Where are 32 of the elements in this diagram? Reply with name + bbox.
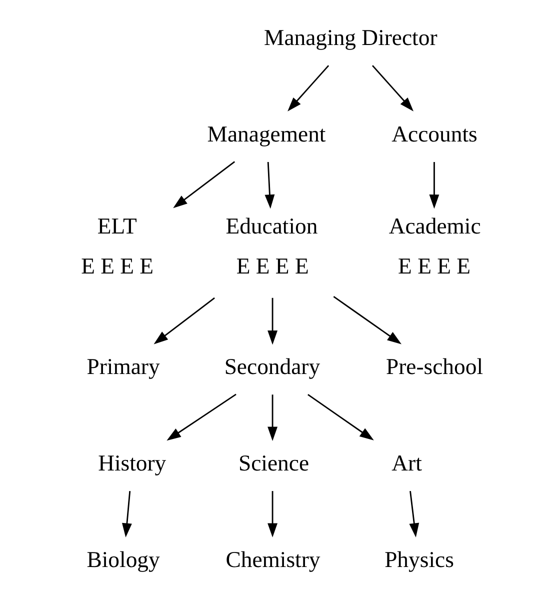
node-text: Managing Director	[264, 24, 438, 50]
node-text: Secondary	[224, 354, 320, 379]
arrow	[268, 298, 278, 345]
node-text: Accounts	[392, 121, 478, 146]
node-text: Education	[226, 214, 318, 239]
arrow	[122, 490, 132, 538]
node-text: Primary	[86, 354, 160, 379]
arrow	[173, 161, 236, 208]
node-text: Biology	[86, 546, 160, 572]
arrow	[268, 491, 278, 538]
arrow	[268, 394, 278, 441]
node-label: E E E E	[398, 253, 471, 278]
arrow	[264, 162, 275, 209]
node-text: Pre-school	[386, 354, 484, 379]
arrow	[308, 394, 374, 440]
node-text: ELT	[97, 214, 137, 239]
arrow	[333, 296, 402, 344]
arrow	[429, 162, 440, 209]
node-text: History	[98, 450, 166, 476]
node-text: Academic	[388, 214, 481, 239]
arrow	[372, 65, 414, 112]
node-text: Science	[238, 450, 310, 476]
node-label: E E E E	[81, 253, 154, 278]
node-text: Management	[207, 121, 326, 146]
node-text: Art	[392, 450, 422, 476]
arrow	[409, 490, 420, 538]
node-label: E E E E	[236, 253, 309, 278]
node-text: Chemistry	[226, 546, 320, 572]
arrow	[288, 65, 330, 112]
arrow	[166, 394, 236, 441]
arrow	[154, 297, 215, 344]
node-text: Physics	[384, 546, 454, 572]
